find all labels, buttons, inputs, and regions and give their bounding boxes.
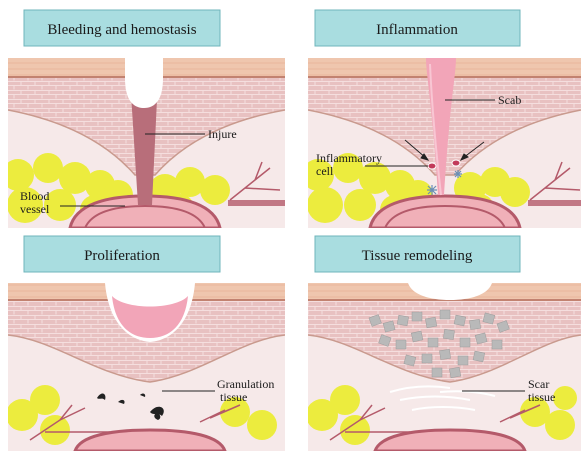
skin-section (6, 283, 285, 451)
panel-title: Tissue remodeling (362, 248, 473, 264)
label-granulation: Granulation (217, 377, 274, 391)
panel-inflammation: Inflammation (302, 10, 581, 228)
label-injure: Injure (208, 127, 237, 141)
label-tissue: tissue (220, 390, 247, 404)
panel-title: Bleeding and hemostasis (47, 22, 196, 38)
label-blood: Blood (20, 189, 49, 203)
label-vessel: vessel (20, 202, 50, 216)
panel-tissue-remodeling: Tissue remodeling (306, 236, 581, 451)
label-scar: Scar (528, 377, 549, 391)
label-cell: cell (316, 164, 334, 178)
panel-title: Inflammation (376, 22, 458, 38)
label-tissue: tissue (528, 390, 555, 404)
panel-title: Proliferation (84, 248, 160, 264)
skin-section (306, 283, 581, 451)
inflammatory-cell (452, 160, 460, 166)
label-scab: Scab (498, 93, 521, 107)
label-inflammatory: Inflammatory (316, 151, 382, 165)
panel-proliferation: Proliferation (6, 236, 285, 451)
needle (125, 58, 163, 108)
inflammatory-cell (428, 163, 436, 169)
skin-section (302, 58, 581, 228)
panel-bleeding-hemostasis: Bleeding and hemostasis (2, 10, 285, 228)
